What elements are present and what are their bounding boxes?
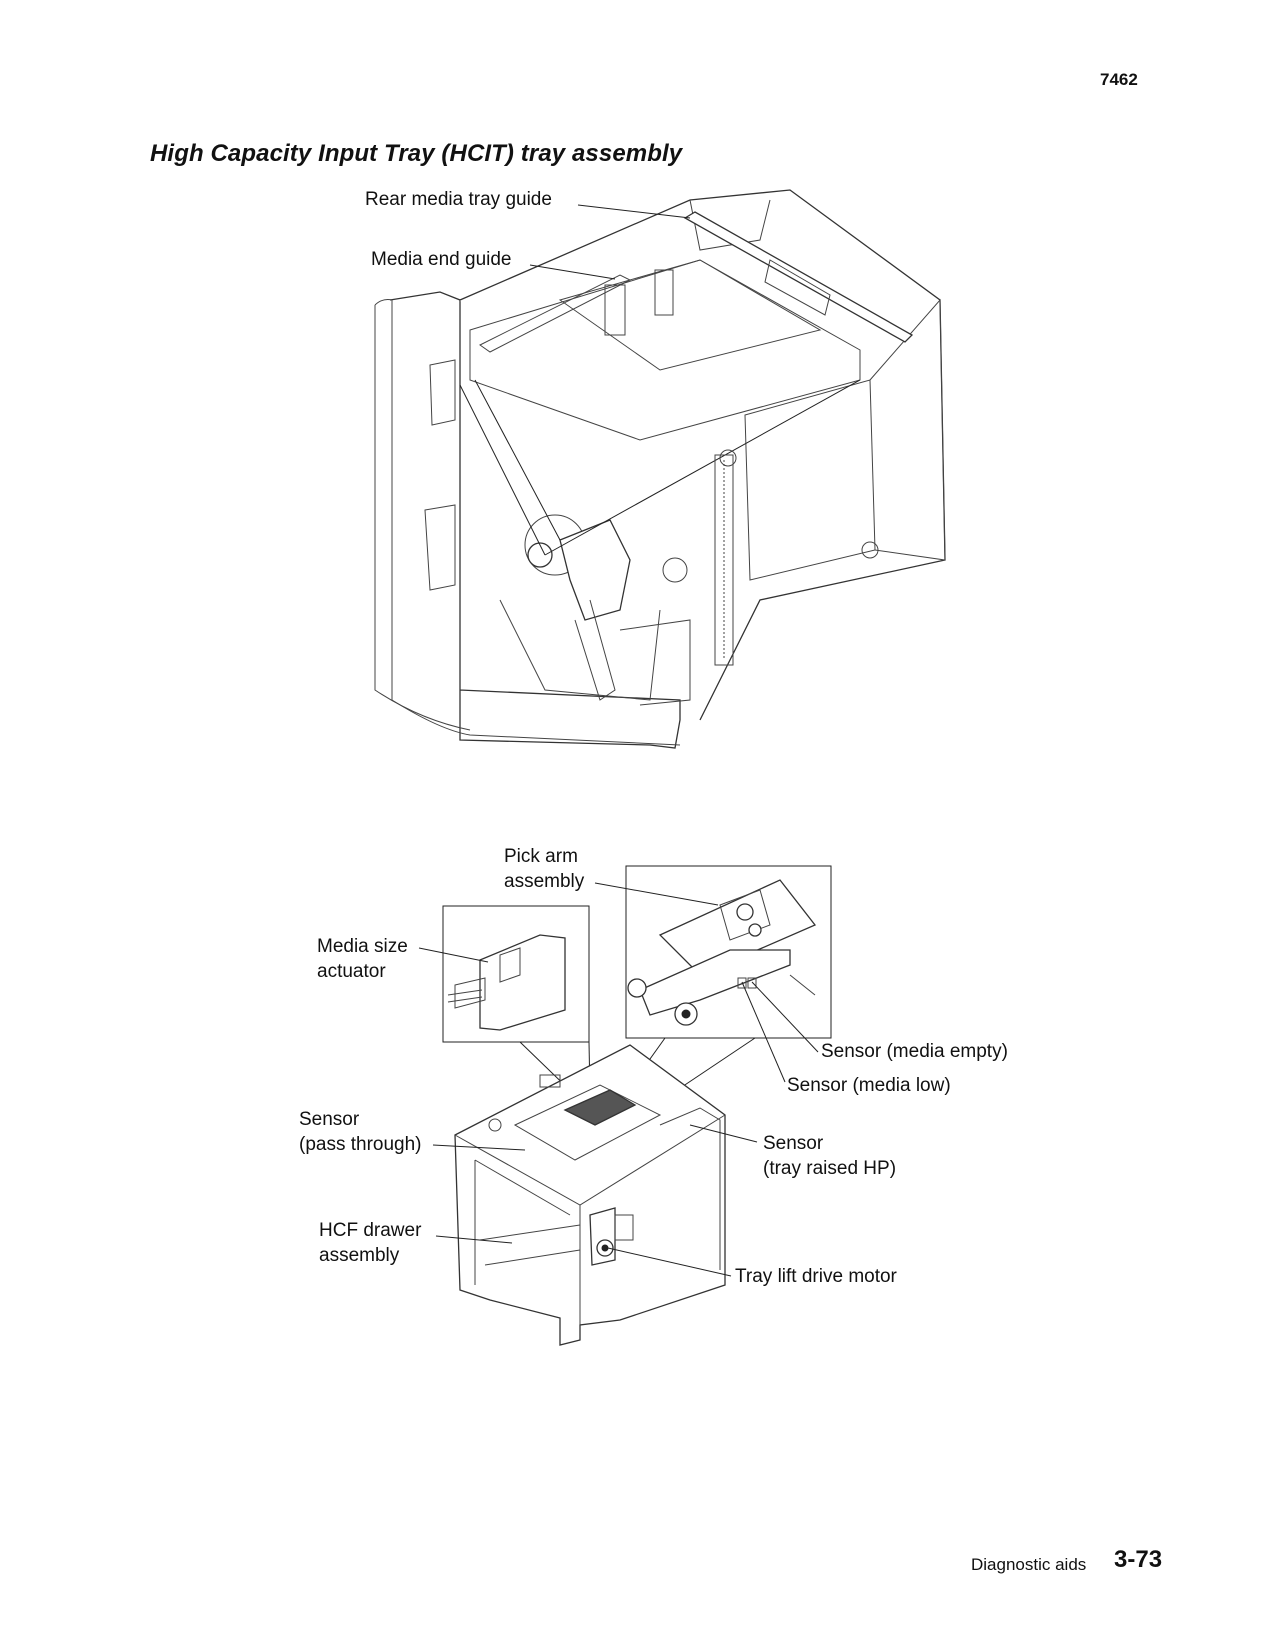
label-pick-arm-assembly: Pick arm assembly (504, 846, 585, 892)
document-code: 7462 (1100, 70, 1138, 89)
hcf-drawer-drawing (418, 865, 832, 1346)
footer-section-label: Diagnostic aids (971, 1555, 1087, 1574)
label-media-end-guide: Media end guide (371, 249, 512, 270)
label-media-size-actuator: Media size actuator (317, 936, 408, 982)
label-rear-media-tray-guide: Rear media tray guide (365, 189, 552, 210)
section-title: High Capacity Input Tray (HCIT) tray ass… (150, 140, 683, 167)
label-sensor-tray-raised-hp: Sensor (tray raised HP) (763, 1133, 897, 1179)
label-sensor-pass-through: Sensor (pass through) (299, 1109, 422, 1155)
label-tray-lift-drive-motor: Tray lift drive motor (735, 1266, 897, 1287)
page-number: 3-73 (1114, 1546, 1163, 1573)
label-hcf-drawer-assembly: HCF drawer assembly (319, 1220, 422, 1266)
hcit-tray-drawing (374, 189, 946, 749)
label-sensor-media-low: Sensor (media low) (787, 1075, 951, 1096)
label-sensor-media-empty: Sensor (media empty) (821, 1041, 1008, 1062)
